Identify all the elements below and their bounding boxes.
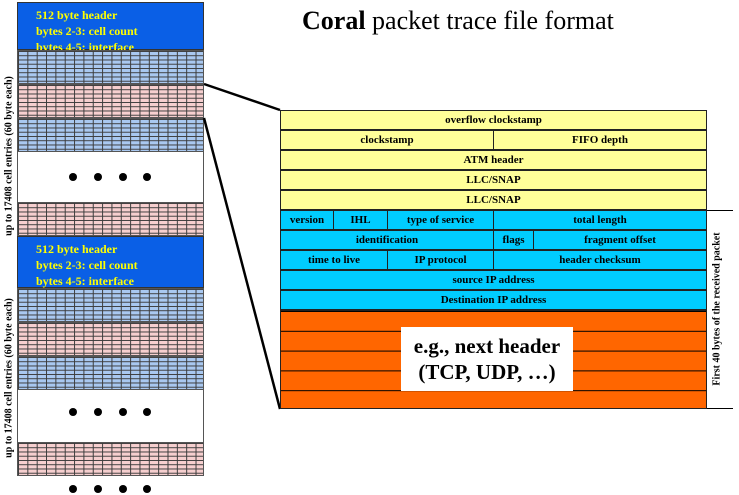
zoom-line-bottom xyxy=(202,117,282,410)
ellipsis-gap-2 xyxy=(17,390,204,442)
ellipsis-gap-1 xyxy=(17,152,204,202)
field-time-to-live: time to live xyxy=(280,250,388,270)
file-header-2-line-3: bytes 4-5: interface xyxy=(36,274,134,288)
ellipsis-dot xyxy=(143,408,151,416)
field-version: version xyxy=(280,210,334,230)
ellipsis-dot xyxy=(69,408,77,416)
field-llc-snap-2: LLC/SNAP xyxy=(280,190,707,210)
cell-entries-blue-1a xyxy=(17,50,204,84)
ellipsis-dot xyxy=(69,173,77,181)
payload-note-line-1: e.g., next header xyxy=(413,334,561,358)
ellipsis-dot xyxy=(143,485,151,493)
ellipsis-dot xyxy=(69,485,77,493)
cell-entries-blue-1b xyxy=(17,118,204,152)
ellipsis-dot xyxy=(143,173,151,181)
field-identification: identification xyxy=(280,230,494,250)
zoom-line-top xyxy=(203,82,281,112)
file-header-1-line-2: bytes 2-3: cell count xyxy=(36,24,138,38)
diagram-title: Coral packet trace file format xyxy=(302,6,614,36)
field-destination-ip: Destination IP address xyxy=(280,290,707,310)
file-header-2-line-1: 512 byte header xyxy=(36,242,118,256)
field-source-ip: source IP address xyxy=(280,270,707,290)
file-header-block-2 xyxy=(17,236,204,288)
field-clockstamp: clockstamp xyxy=(280,130,494,150)
field-ip-protocol: IP protocol xyxy=(387,250,494,270)
field-fragment-offset: fragment offset xyxy=(533,230,707,250)
ellipsis-dot xyxy=(119,173,127,181)
field-total-length: total length xyxy=(493,210,707,230)
field-header-checksum: header checksum xyxy=(493,250,707,270)
field-type-of-service: type of service xyxy=(387,210,494,230)
cell-entries-pink-1b xyxy=(17,202,204,236)
title-rest: packet trace file format xyxy=(365,6,614,35)
ellipsis-dot xyxy=(119,485,127,493)
file-header-1-line-1: 512 byte header xyxy=(36,8,118,22)
cell-entries-pink-2b xyxy=(17,442,204,476)
cell-entries-blue-2b xyxy=(17,356,204,390)
field-overflow-clockstamp: overflow clockstamp xyxy=(280,110,707,130)
ellipsis-dot xyxy=(94,408,102,416)
payload-note-line-2: (TCP, UDP, …) xyxy=(418,360,556,384)
ellipsis-dot xyxy=(94,485,102,493)
payload-note-box: e.g., next header (TCP, UDP, …) xyxy=(401,327,573,391)
ellipsis-dot xyxy=(119,408,127,416)
field-atm-header: ATM header xyxy=(280,150,707,170)
field-flags: flags xyxy=(493,230,534,250)
cell-entries-pink-2a xyxy=(17,322,204,356)
field-llc-snap-1: LLC/SNAP xyxy=(280,170,707,190)
file-header-2-line-2: bytes 2-3: cell count xyxy=(36,258,138,272)
ellipsis-dot xyxy=(94,173,102,181)
file-header-block-1 xyxy=(17,2,204,50)
field-fifo-depth: FIFO depth xyxy=(493,130,707,150)
cell-entries-blue-2a xyxy=(17,288,204,322)
title-bold: Coral xyxy=(302,6,366,35)
first-40-bytes-label: First 40 bytes of the received packet xyxy=(711,232,723,386)
field-ihl: IHL xyxy=(333,210,388,230)
first-40-bytes-bracket xyxy=(707,210,733,409)
cell-entries-pink-1a xyxy=(17,84,204,118)
